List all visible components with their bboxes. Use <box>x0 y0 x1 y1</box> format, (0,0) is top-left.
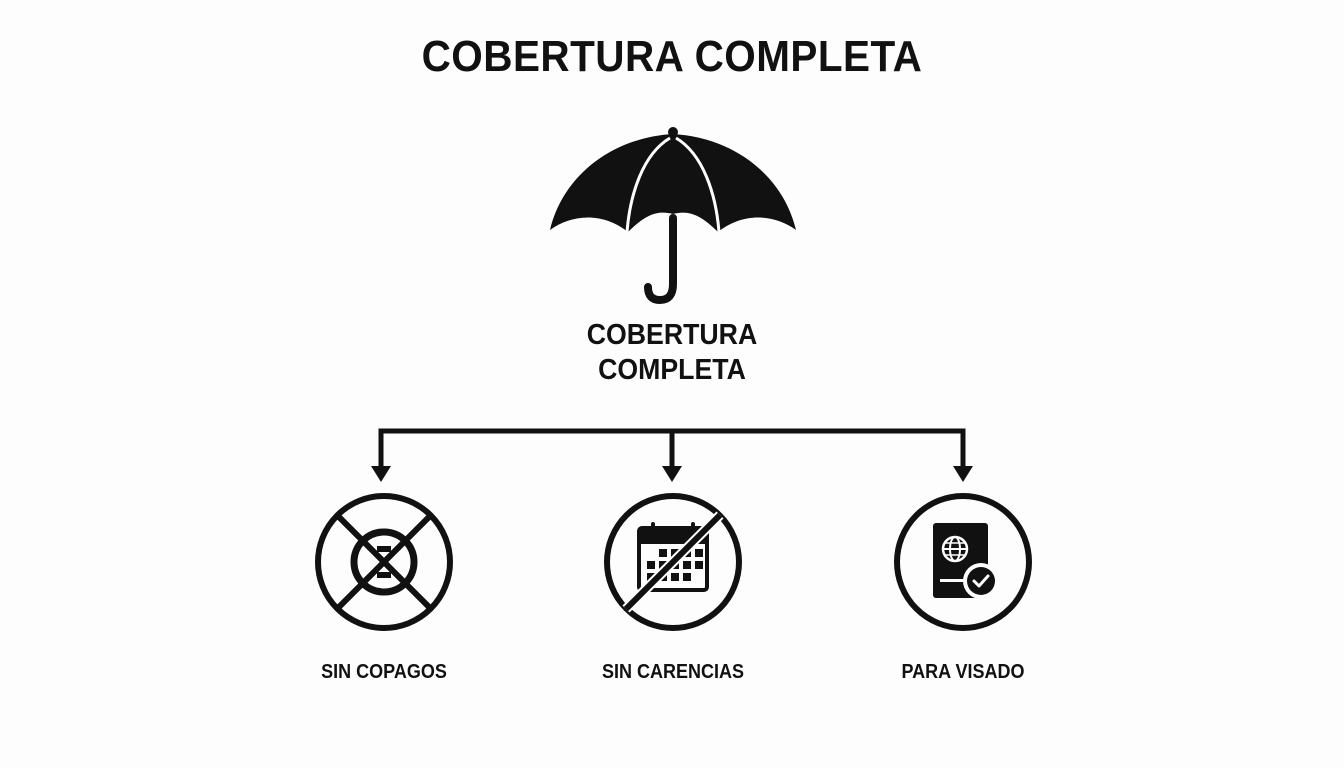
center-label: COBERTURA COMPLETA <box>534 318 810 388</box>
arrow-down-icon <box>953 466 973 482</box>
arrow-down-icon <box>662 466 682 482</box>
umbrella-icon <box>550 127 796 305</box>
crossed-out-calendar-icon <box>604 493 742 631</box>
center-label-line2: COMPLETA <box>598 354 746 386</box>
arrow-down-icon <box>371 466 391 482</box>
crossed-out-coin-icon <box>315 493 453 631</box>
branch-label: SIN COPAGOS <box>321 661 447 683</box>
passport-check-icon <box>894 493 1032 631</box>
branch-label: PARA VISADO <box>901 661 1025 683</box>
page-title: COBERTURA COMPLETA <box>421 32 923 81</box>
branch-label: SIN CARENCIAS <box>601 661 745 683</box>
center-label-line1: COBERTURA <box>586 319 758 351</box>
